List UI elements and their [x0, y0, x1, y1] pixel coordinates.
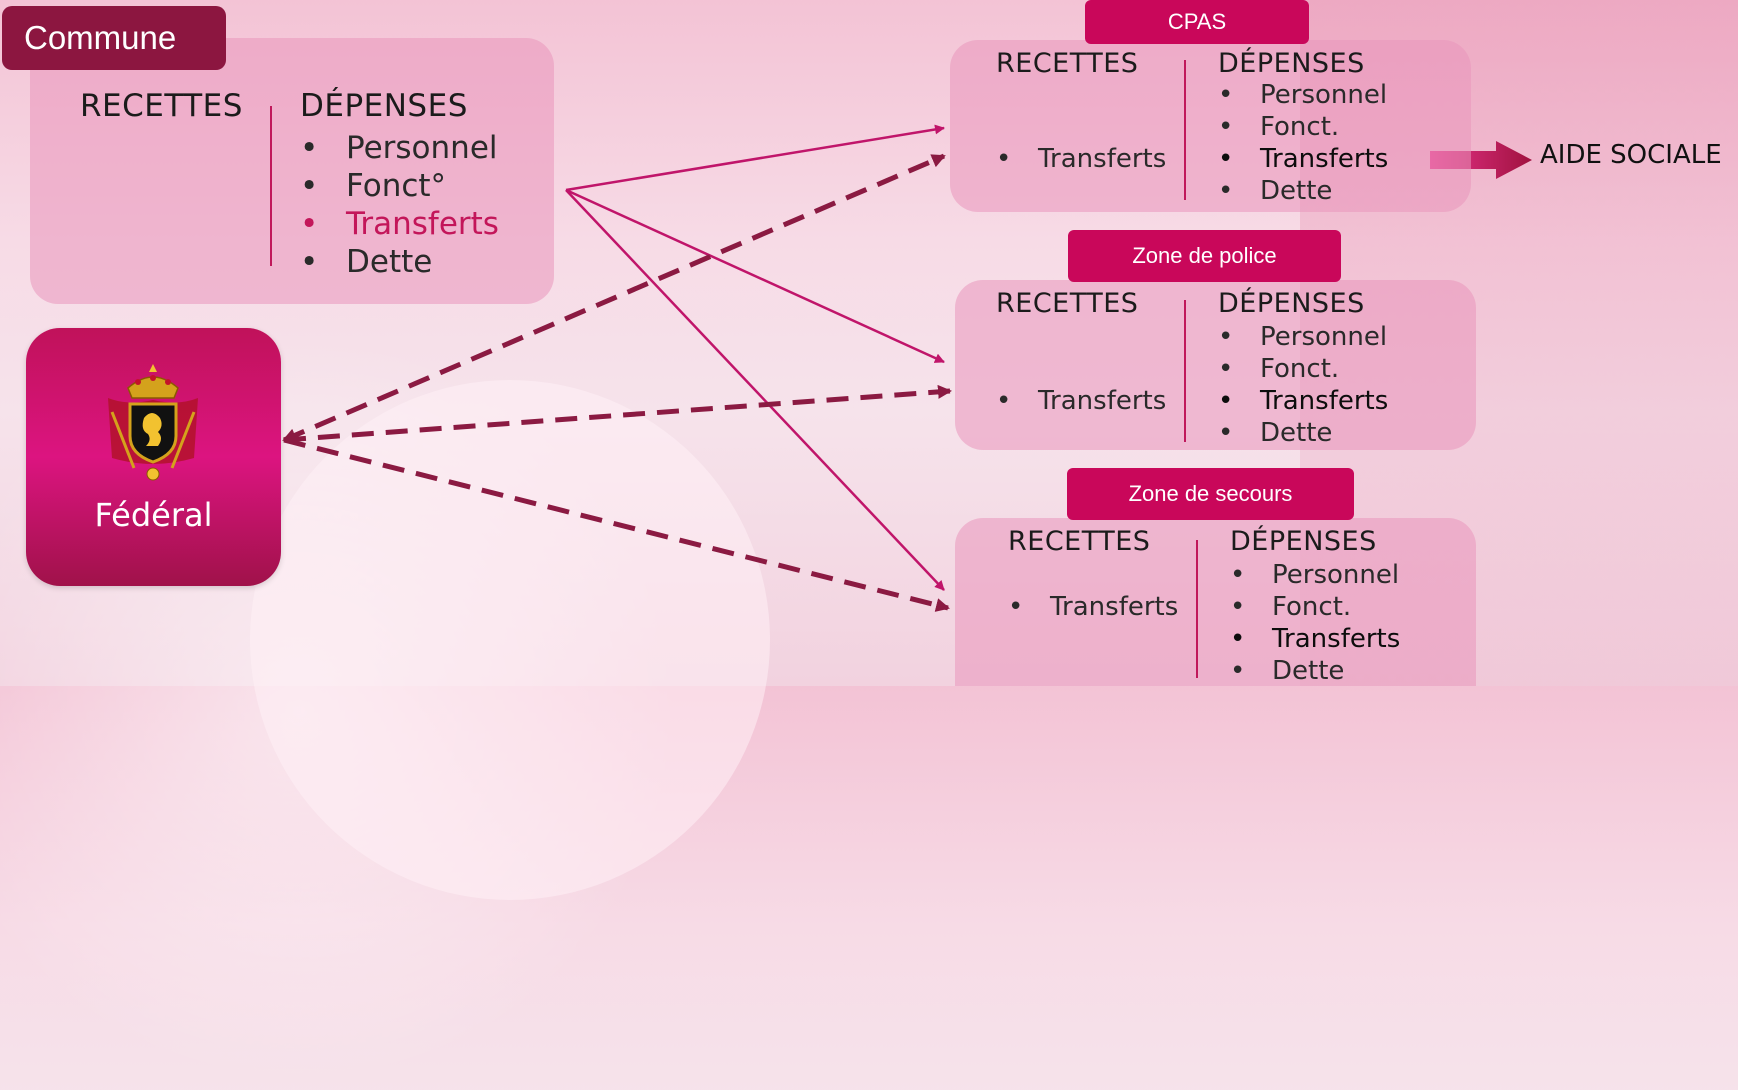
commune-recettes-heading: RECETTES — [80, 88, 243, 124]
arrow-commune-to-secours — [565, 189, 945, 591]
police-tag: Zone de police — [1068, 230, 1341, 282]
cpas-depenses-heading: DÉPENSES — [1218, 48, 1365, 79]
secours-depenses-item-highlighted: •Transferts — [1230, 624, 1401, 654]
cpas-depenses-item: •Dette — [1218, 176, 1333, 206]
police-depenses-item-highlighted: •Transferts — [1218, 386, 1389, 416]
cpas-tag: CPAS — [1085, 0, 1309, 44]
arrow-federal-to-cpas — [282, 153, 946, 443]
cpas-recettes-item: •Transferts — [996, 144, 1167, 174]
police-depenses-item: •Dette — [1218, 418, 1333, 448]
commune-panel: RECETTES DÉPENSES •Personnel •Fonct° •Tr… — [30, 38, 554, 304]
secours-divider — [1196, 540, 1198, 678]
cpas-depenses-item: •Personnel — [1218, 80, 1388, 110]
police-depenses-item: •Personnel — [1218, 322, 1388, 352]
secours-depenses-item: •Fonct. — [1230, 592, 1352, 622]
secours-depenses-item: •Dette — [1230, 656, 1345, 686]
cpas-divider — [1184, 60, 1186, 200]
flow-arrows — [282, 124, 1532, 612]
secours-panel: RECETTES DÉPENSES •Transferts •Personnel… — [955, 518, 1476, 686]
commune-tag: Commune — [2, 6, 226, 70]
commune-item: •Fonct° — [300, 168, 447, 204]
police-depenses-heading: DÉPENSES — [1218, 288, 1365, 319]
commune-depenses-heading: DÉPENSES — [300, 88, 468, 124]
belgian-coat-of-arms-icon — [108, 364, 198, 481]
cpas-depenses-item: •Fonct. — [1218, 112, 1340, 142]
commune-item: •Dette — [300, 244, 433, 280]
police-recettes-heading: RECETTES — [996, 288, 1139, 319]
arrow-to-aide-sociale — [1430, 141, 1532, 179]
police-panel: RECETTES DÉPENSES •Transferts •Personnel… — [955, 280, 1476, 450]
police-depenses-item: •Fonct. — [1218, 354, 1340, 384]
commune-item: •Personnel — [300, 130, 498, 166]
secours-tag: Zone de secours — [1067, 468, 1354, 520]
arrow-commune-to-police — [565, 188, 945, 364]
police-recettes-item: •Transferts — [996, 386, 1167, 416]
aide-sociale-label: AIDE SOCIALE — [1540, 140, 1722, 170]
arrow-federal-to-secours — [283, 437, 950, 612]
secours-recettes-item: •Transferts — [1008, 592, 1179, 622]
cpas-recettes-heading: RECETTES — [996, 48, 1139, 79]
commune-divider — [270, 106, 272, 266]
federal-box: Fédéral — [26, 328, 281, 586]
secours-depenses-heading: DÉPENSES — [1230, 526, 1377, 557]
federal-label: Fédéral — [94, 496, 213, 534]
cpas-depenses-item-highlighted: •Transferts — [1218, 144, 1389, 174]
commune-item-highlighted: •Transferts — [300, 206, 499, 242]
arrow-federal-to-police — [283, 384, 952, 443]
secours-depenses-item: •Personnel — [1230, 560, 1400, 590]
secours-recettes-heading: RECETTES — [1008, 526, 1151, 557]
police-divider — [1184, 300, 1186, 442]
cpas-panel: RECETTES DÉPENSES •Transferts •Personnel… — [950, 40, 1471, 212]
